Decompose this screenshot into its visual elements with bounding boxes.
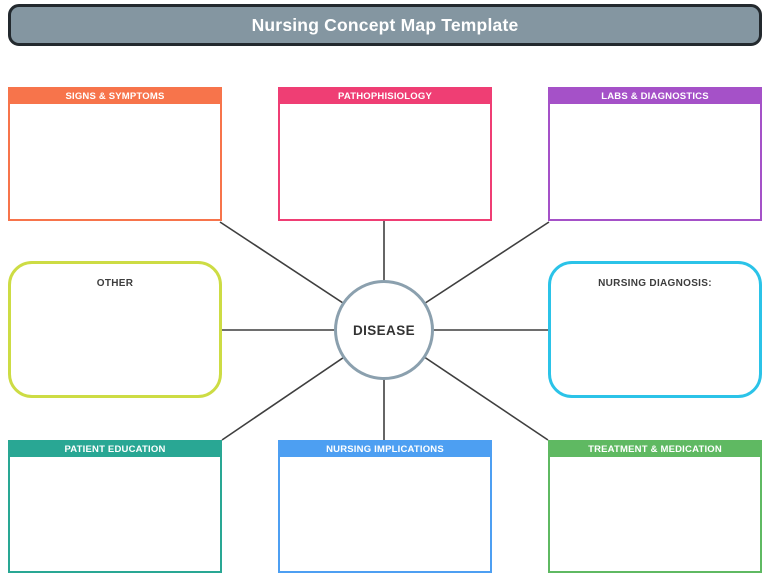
- node-treatment-medication-header: TREATMENT & MEDICATION: [550, 442, 760, 457]
- node-patient-education-title: PATIENT EDUCATION: [64, 444, 166, 455]
- node-signs-symptoms: SIGNS & SYMPTOMS: [8, 87, 222, 221]
- node-nursing-diagnosis: NURSING DIAGNOSIS:: [548, 261, 762, 398]
- node-labs-diagnostics-header: LABS & DIAGNOSTICS: [550, 89, 760, 104]
- disease-node: DISEASE: [334, 280, 434, 380]
- node-nursing-implications-body: [282, 459, 488, 569]
- node-treatment-medication-body: [552, 459, 758, 569]
- node-patient-education: PATIENT EDUCATION: [8, 440, 222, 573]
- node-signs-symptoms-header: SIGNS & SYMPTOMS: [10, 89, 220, 104]
- disease-label: DISEASE: [352, 322, 416, 338]
- node-labs-diagnostics-title: LABS & DIAGNOSTICS: [601, 91, 709, 102]
- node-other: OTHER: [8, 261, 222, 398]
- node-nursing-implications: NURSING IMPLICATIONS: [278, 440, 492, 573]
- node-nursing-diagnosis-title: NURSING DIAGNOSIS:: [598, 278, 712, 289]
- node-treatment-medication: TREATMENT & MEDICATION: [548, 440, 762, 573]
- node-labs-diagnostics: LABS & DIAGNOSTICS: [548, 87, 762, 221]
- node-treatment-medication-title: TREATMENT & MEDICATION: [588, 444, 722, 455]
- node-nursing-implications-header: NURSING IMPLICATIONS: [280, 442, 490, 457]
- node-labs-diagnostics-body: [552, 106, 758, 217]
- node-pathophisiology-title: PATHOPHISIOLOGY: [338, 91, 432, 102]
- page-title: Nursing Concept Map Template: [251, 14, 519, 35]
- node-signs-symptoms-body: [12, 106, 218, 217]
- node-signs-symptoms-title: SIGNS & SYMPTOMS: [65, 91, 165, 102]
- node-pathophisiology-body: [282, 106, 488, 217]
- node-nursing-implications-title: NURSING IMPLICATIONS: [326, 444, 444, 455]
- node-pathophisiology: PATHOPHISIOLOGY: [278, 87, 492, 221]
- node-patient-education-body: [12, 459, 218, 569]
- node-pathophisiology-header: PATHOPHISIOLOGY: [280, 89, 490, 104]
- node-other-title: OTHER: [96, 278, 134, 289]
- node-patient-education-header: PATIENT EDUCATION: [10, 442, 220, 457]
- title-bar: Nursing Concept Map Template: [8, 4, 762, 46]
